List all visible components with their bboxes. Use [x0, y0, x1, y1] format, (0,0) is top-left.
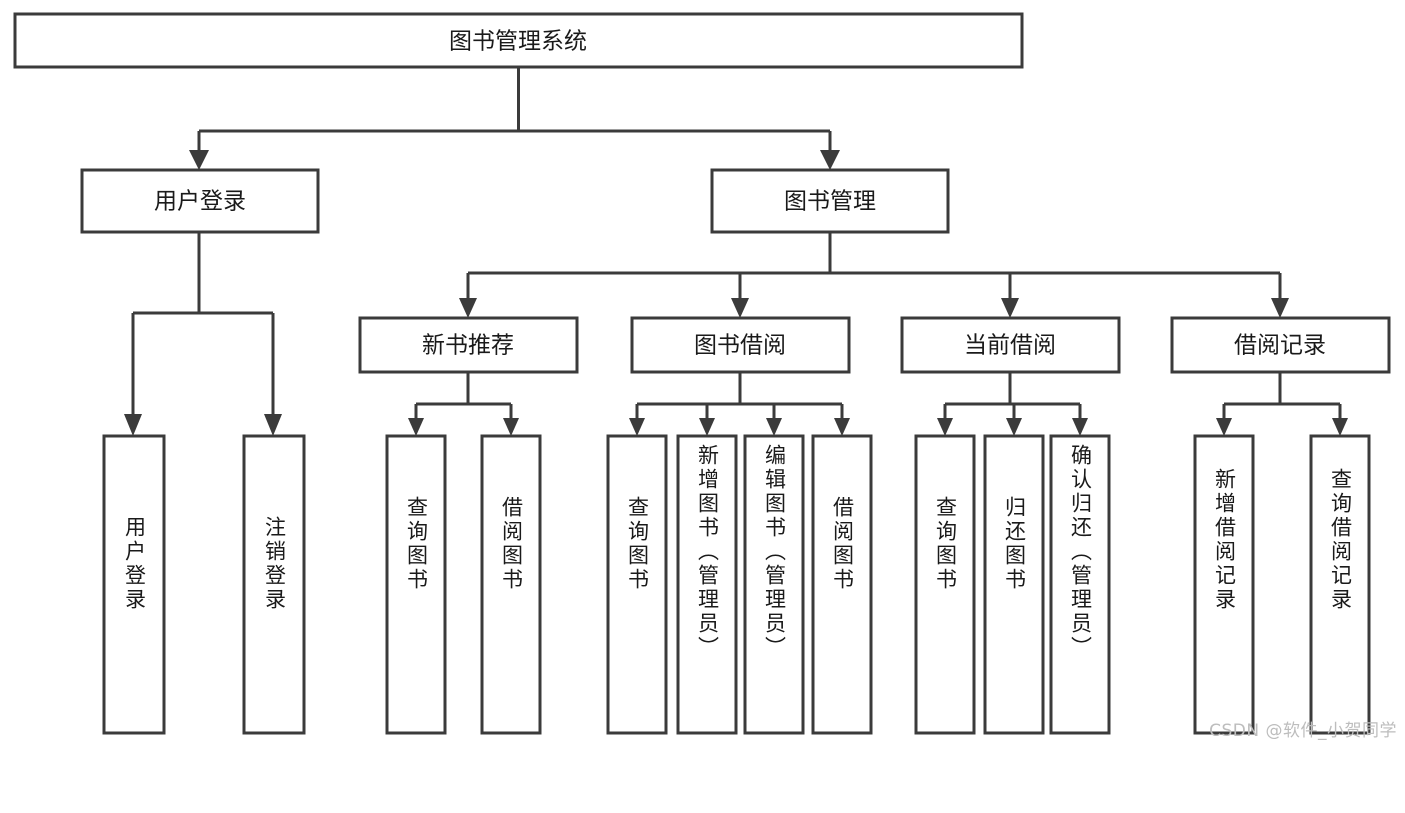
arrow-head-bb-leaf3: [766, 418, 782, 436]
arrow-head-ul-leaf2: [264, 414, 282, 436]
arrow-head-nb-leaf1: [408, 418, 424, 436]
arrow-head-record: [1271, 298, 1289, 318]
node-borrow-record-label: 借阅记录: [1234, 333, 1326, 359]
node-book-borrow-box[interactable]: [630, 316, 851, 374]
arrow-head-borrow: [731, 298, 749, 318]
leaf-box-bb-query[interactable]: [606, 434, 668, 735]
arrow-head-cb-leaf1: [937, 418, 953, 436]
arrow-head-bb-leaf2: [699, 418, 715, 436]
node-user-login-box[interactable]: [80, 168, 320, 234]
arrow-head-cb-leaf2: [1006, 418, 1022, 436]
node-new-book-label: 新书推荐: [422, 333, 514, 359]
node-root-label: 图书管理系统: [449, 29, 587, 55]
leaf-box-nb-borrow[interactable]: [480, 434, 542, 735]
node-layer: 图书管理系统 用户登录 图书管理 新书推荐 图书借阅 当前借阅 借阅记录: [13, 12, 1391, 735]
leaf-box-br-add[interactable]: [1193, 434, 1255, 735]
leaf-box-nb-query[interactable]: [385, 434, 447, 735]
arrow-head-br-leaf2: [1332, 418, 1348, 436]
watermark: CSDN @软件_小贺同学: [1209, 721, 1397, 741]
diagram-svg: 图书管理系统 用户登录 图书管理 新书推荐 图书借阅 当前借阅 借阅记录: [13, 12, 1391, 735]
arrow-head-current: [1001, 298, 1019, 318]
node-user-login-label: 用户登录: [154, 189, 246, 215]
node-book-manage-label: 图书管理: [784, 189, 876, 215]
leaf-box-bb-edit[interactable]: [743, 434, 805, 735]
leaf-box-cb-return[interactable]: [983, 434, 1045, 735]
arrow-head-nb-leaf2: [503, 418, 519, 436]
arrow-head-bb-leaf4: [834, 418, 850, 436]
node-current-borrow-box[interactable]: [900, 316, 1121, 374]
arrow-head-newbook: [459, 298, 477, 318]
node-book-borrow-label: 图书借阅: [694, 333, 786, 359]
connector-layer: [124, 67, 1348, 436]
node-current-borrow-label: 当前借阅: [964, 333, 1056, 359]
leaf-box-user-login[interactable]: [102, 434, 166, 735]
node-new-book-box[interactable]: [358, 316, 579, 374]
arrow-head-ul-leaf1: [124, 414, 142, 436]
node-book-manage-box[interactable]: [710, 168, 950, 234]
arrow-head-bb-leaf1: [629, 418, 645, 436]
leaf-box-br-query[interactable]: [1309, 434, 1371, 735]
leaf-box-cb-query[interactable]: [914, 434, 976, 735]
diagram-canvas: 图书管理系统 用户登录 图书管理 新书推荐 图书借阅 当前借阅 借阅记录: [13, 12, 1397, 741]
leaf-box-bb-borrow[interactable]: [811, 434, 873, 735]
arrow-head-book-manage: [820, 150, 840, 170]
node-borrow-record-box[interactable]: [1170, 316, 1391, 374]
arrow-head-br-leaf1: [1216, 418, 1232, 436]
arrow-head-cb-leaf3: [1072, 418, 1088, 436]
leaf-box-cb-confirm[interactable]: [1049, 434, 1111, 735]
node-root-box[interactable]: [13, 12, 1024, 69]
leaf-box-user-logout[interactable]: [242, 434, 306, 735]
arrow-head-user-login: [189, 150, 209, 170]
leaf-box-bb-add[interactable]: [676, 434, 738, 735]
